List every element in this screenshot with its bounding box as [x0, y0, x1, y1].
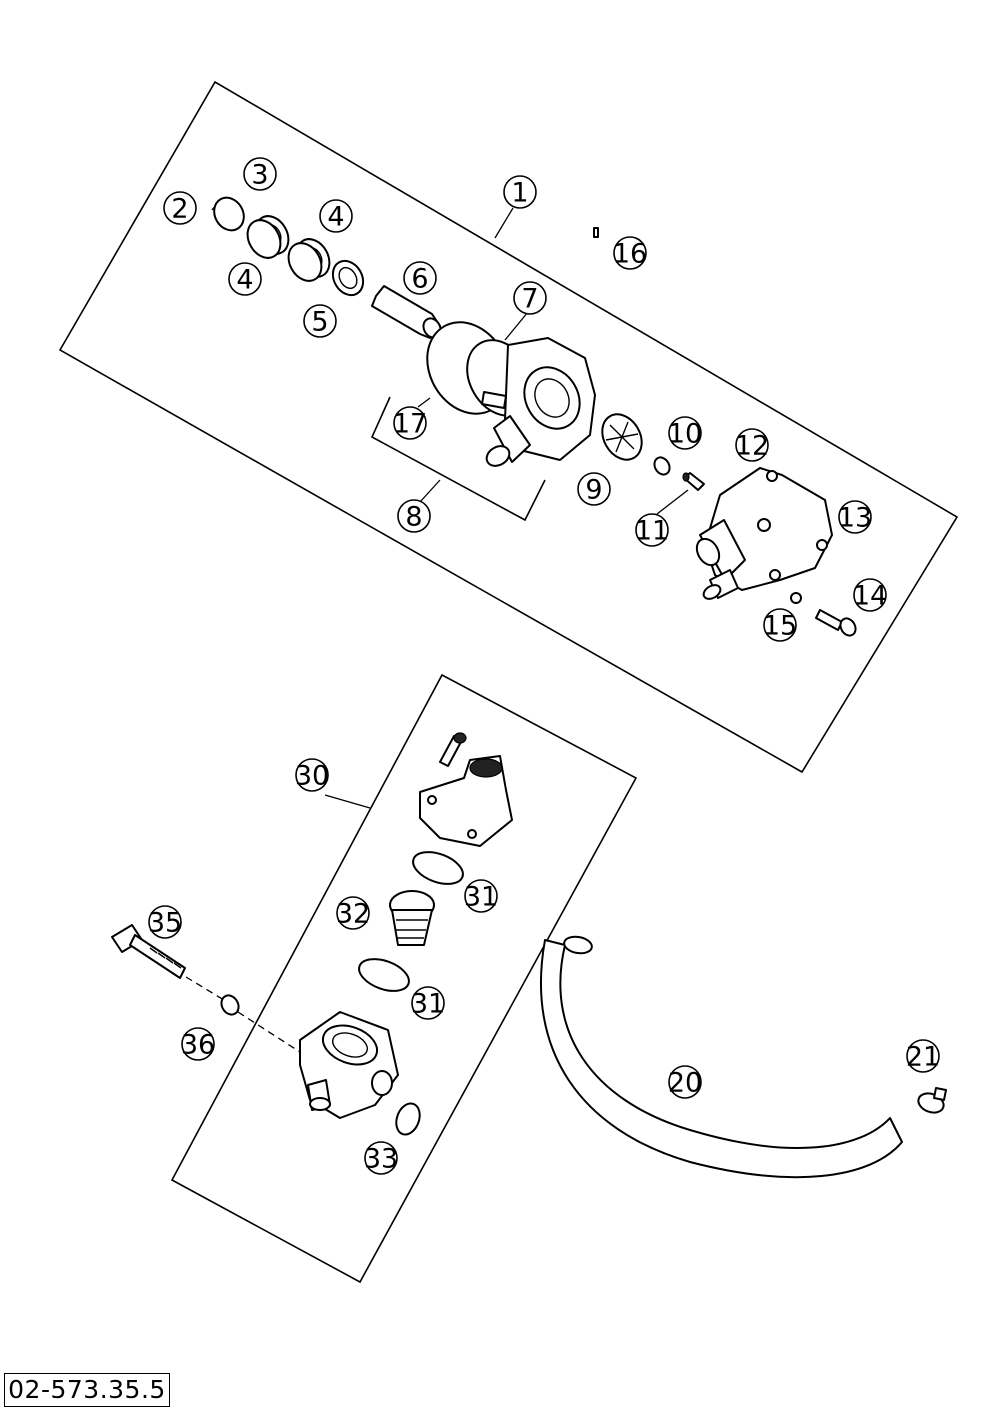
bolt-alignment-line — [185, 976, 301, 1053]
svg-text:32: 32 — [336, 899, 370, 930]
hose-clamp-part — [917, 1087, 947, 1114]
svg-text:8: 8 — [405, 502, 422, 533]
callout-3: 3 — [243, 157, 277, 191]
thermostat-housing-o-ring-part — [395, 1102, 421, 1136]
callout-1: 1 — [503, 175, 537, 209]
svg-text:20: 20 — [668, 1068, 702, 1099]
svg-text:14: 14 — [853, 581, 887, 612]
svg-text:31: 31 — [411, 989, 445, 1020]
pump-shaft-part — [371, 285, 442, 339]
o-ring-small-part — [790, 592, 802, 604]
callout-35: 35 — [148, 905, 182, 939]
callout-16: 16 — [613, 236, 647, 270]
svg-text:6: 6 — [411, 264, 428, 295]
svg-text:36: 36 — [181, 1030, 215, 1061]
svg-text:3: 3 — [251, 160, 268, 191]
retaining-ring-part — [213, 196, 245, 232]
callout-36: 36 — [181, 1027, 215, 1061]
callout-17: 17 — [393, 406, 427, 440]
callout-11: 11 — [635, 513, 669, 547]
pump-housing-subgroup-frame — [370, 396, 546, 522]
impeller-part — [601, 413, 643, 461]
svg-text:9: 9 — [585, 475, 602, 506]
callout-6: 6 — [403, 261, 437, 295]
svg-text:11: 11 — [635, 516, 669, 547]
callout-5: 5 — [303, 304, 337, 338]
svg-text:12: 12 — [735, 431, 769, 462]
callout-14: 14 — [853, 578, 887, 612]
callout-4a: 4 — [319, 199, 353, 233]
cover-screw-part — [815, 609, 857, 637]
svg-text:7: 7 — [521, 284, 538, 315]
callout-30: 30 — [295, 758, 329, 792]
svg-text:4: 4 — [327, 202, 344, 233]
long-bolt-part — [111, 924, 186, 979]
callout-10: 10 — [668, 416, 702, 450]
svg-text:35: 35 — [148, 908, 182, 939]
callout-33: 33 — [364, 1141, 398, 1175]
callout-4b: 4 — [228, 262, 262, 296]
svg-text:16: 16 — [613, 239, 647, 270]
callout-31b: 31 — [411, 986, 445, 1020]
pump-housing-part — [426, 321, 596, 467]
shaft-seal-part — [331, 259, 365, 297]
svg-text:31: 31 — [464, 882, 498, 913]
callout-31a: 31 — [464, 879, 498, 913]
thermostat-o-ring-upper-part — [412, 851, 464, 885]
callout-12: 12 — [735, 428, 769, 462]
svg-text:4: 4 — [236, 265, 253, 296]
svg-text:2: 2 — [171, 194, 188, 225]
svg-text:17: 17 — [393, 409, 427, 440]
thermostat-o-ring-lower-part — [358, 958, 410, 992]
thermostat-housing-part — [299, 1011, 399, 1119]
washer-part — [653, 456, 671, 476]
thermostat-assembly-frame — [170, 673, 638, 1284]
drawing-number-label: 02-573.35.5 — [4, 1373, 170, 1407]
callout-8: 8 — [397, 499, 431, 533]
svg-text:15: 15 — [763, 611, 797, 642]
svg-text:33: 33 — [364, 1144, 398, 1175]
pin-part — [593, 227, 599, 238]
thermostat-cover-part — [419, 732, 513, 847]
bearing-part-2 — [287, 238, 331, 282]
callout-20: 20 — [668, 1065, 702, 1099]
svg-text:1: 1 — [511, 178, 528, 209]
bearing-part-1 — [246, 215, 290, 259]
callout-32: 32 — [336, 896, 370, 930]
svg-text:21: 21 — [906, 1042, 940, 1073]
callout-7: 7 — [513, 281, 547, 315]
svg-text:13: 13 — [838, 503, 872, 534]
callout-9: 9 — [577, 472, 611, 506]
bolt-washer-part — [220, 994, 240, 1016]
coolant-hose-part — [540, 935, 903, 1179]
water-pump-assembly-frame — [58, 80, 959, 774]
pump-cover-part — [695, 467, 833, 600]
svg-text:30: 30 — [295, 761, 329, 792]
callout-15: 15 — [763, 608, 797, 642]
impeller-bolt-part — [682, 472, 705, 491]
leader-lines — [324, 207, 689, 809]
callout-21: 21 — [906, 1039, 940, 1073]
svg-text:10: 10 — [668, 419, 702, 450]
callout-13: 13 — [838, 500, 872, 534]
svg-text:5: 5 — [311, 307, 328, 338]
callout-2: 2 — [163, 191, 197, 225]
thermostat-part — [389, 890, 435, 946]
